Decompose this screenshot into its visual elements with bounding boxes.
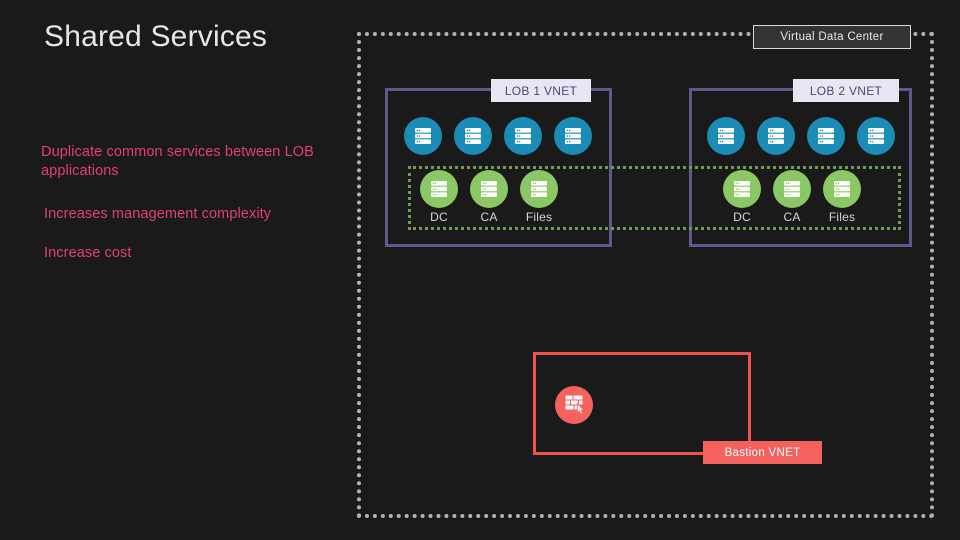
app-node[interactable] [554,117,592,155]
shared-node-files[interactable]: Files [520,170,558,224]
server-icon [707,117,745,155]
shared-node-dc[interactable]: DC [723,170,761,224]
node-label: CA [783,210,801,224]
app-node[interactable] [807,117,845,155]
server-icon [773,170,811,208]
server-icon [823,170,861,208]
shared-node-files[interactable]: Files [823,170,861,224]
shared-node-ca[interactable]: CA [773,170,811,224]
shared-services-band [408,166,901,230]
bastion-vnet-boundary [533,352,751,455]
node-label: DC [733,210,751,224]
server-icon [454,117,492,155]
page-title: Shared Services [44,20,268,53]
node-label: Files [828,210,856,224]
node-label: CA [480,210,498,224]
firewall-node[interactable] [555,386,593,424]
lob-2-vnet-label: LOB 2 VNET [793,79,899,102]
server-icon [857,117,895,155]
app-node[interactable] [707,117,745,155]
lob-2-shared-node-row: DC CA [723,170,861,224]
server-icon [554,117,592,155]
server-icon [520,170,558,208]
lob-1-shared-node-row: DC CA [420,170,558,224]
app-node[interactable] [454,117,492,155]
lob-1-vnet-label: LOB 1 VNET [491,79,591,102]
app-node[interactable] [504,117,542,155]
virtual-data-center-boundary [357,32,934,518]
app-node[interactable] [404,117,442,155]
bastion-vnet-label: Bastion VNET [703,441,822,464]
server-icon [420,170,458,208]
bullet-item: Increase cost [44,245,132,261]
shared-node-dc[interactable]: DC [420,170,458,224]
virtual-data-center-label: Virtual Data Center [753,25,911,49]
server-icon [757,117,795,155]
bullet-item: Duplicate common services between LOB ap… [41,144,314,179]
bullet-item: Increases management complexity [44,206,272,222]
firewall-icon [562,391,586,420]
app-node[interactable] [757,117,795,155]
server-icon [723,170,761,208]
shared-node-ca[interactable]: CA [470,170,508,224]
lob-2-app-node-row [707,117,895,155]
node-label: Files [525,210,553,224]
server-icon [807,117,845,155]
app-node[interactable] [857,117,895,155]
server-icon [404,117,442,155]
server-icon [470,170,508,208]
server-icon [504,117,542,155]
lob-1-app-node-row [404,117,592,155]
node-label: DC [430,210,448,224]
